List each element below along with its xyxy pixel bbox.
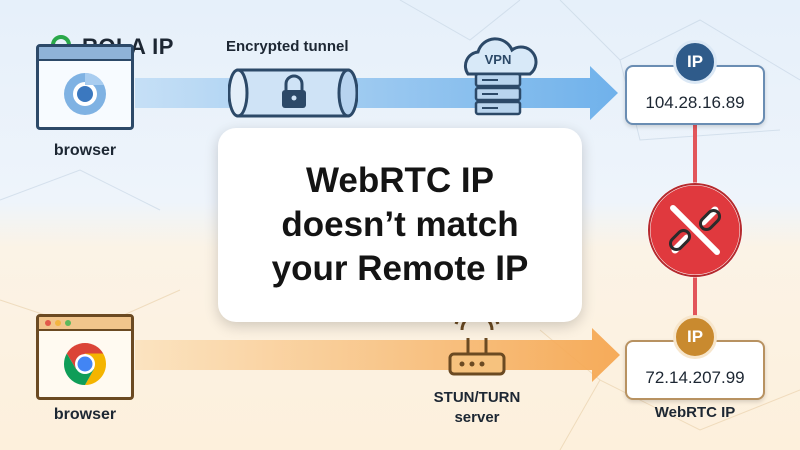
- headline-line-3: your Remote IP: [271, 249, 529, 288]
- remote-ip-address: 104.28.16.89: [645, 93, 745, 112]
- window-dot-icon: [45, 320, 51, 326]
- router-icon: [448, 318, 506, 376]
- vpn-label: VPN: [485, 52, 512, 67]
- chrome-icon-blue: [64, 72, 106, 115]
- top-browser-label: browser: [53, 142, 117, 159]
- headline-card: WebRTC IP doesn’t match your Remote IP: [218, 128, 582, 322]
- window-titlebar: [39, 317, 131, 331]
- bottom-browser-window: [36, 314, 134, 400]
- window-titlebar: [39, 47, 131, 61]
- vpn-cloud-server: VPN: [463, 37, 538, 116]
- server-label-line1: STUN/TURN: [433, 389, 521, 406]
- server-label-line2: server: [454, 409, 500, 426]
- window-dot-icon: [55, 320, 61, 326]
- headline-line-1: WebRTC IP: [306, 161, 494, 200]
- window-dot-icon: [65, 320, 71, 326]
- cloud-icon: [463, 37, 538, 76]
- remote-ip-badge: IP: [673, 40, 717, 84]
- webrtc-ip-box: 72.14.207.99: [625, 340, 765, 400]
- webrtc-ip-caption: WebRTC IP: [654, 404, 736, 421]
- tunnel-label: Encrypted tunnel: [226, 38, 349, 55]
- broken-link-icon: [647, 182, 743, 278]
- chrome-icon: [63, 343, 107, 385]
- padlock-icon: [282, 74, 306, 108]
- bottom-flow-arrow: [135, 328, 620, 382]
- server-icon: [474, 72, 522, 116]
- bottom-browser-label: browser: [53, 406, 117, 423]
- server-label: STUN/TURN server: [420, 388, 534, 428]
- encrypted-tunnel: [228, 68, 358, 118]
- webrtc-ip-badge: IP: [673, 315, 717, 359]
- top-browser-window: [36, 44, 134, 130]
- webrtc-ip-address: 72.14.207.99: [645, 368, 745, 387]
- headline-line-2: doesn’t match: [281, 205, 519, 244]
